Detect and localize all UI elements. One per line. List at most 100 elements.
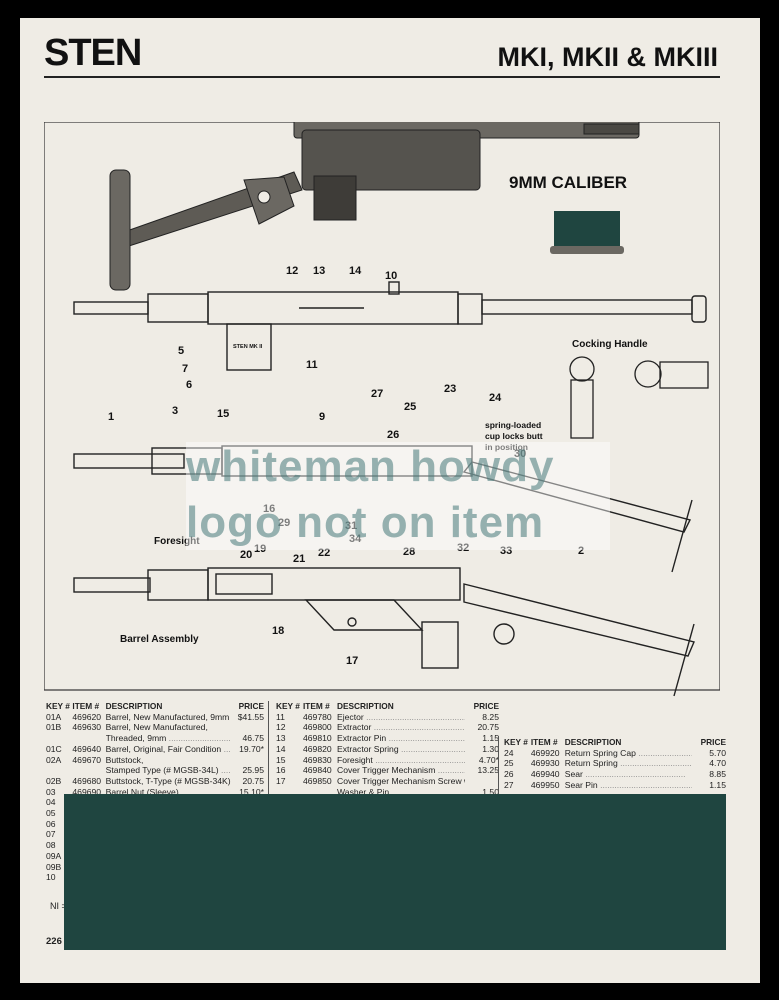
table-header-cell: DESCRIPTION (105, 701, 163, 711)
table-header-cell: DESCRIPTION (337, 701, 394, 711)
table-cell: 8.85 (709, 769, 726, 780)
table-divider (498, 736, 499, 846)
table-cell: 17 (276, 775, 286, 786)
table-cell: 26 (504, 769, 514, 780)
table-cell: Cover Trigger Mechanism ................… (337, 765, 465, 776)
table-cell: Return Spring Cap ......................… (564, 747, 692, 758)
svg-text:10: 10 (385, 270, 397, 282)
table-cell: Barrel, Original, Fair Condition .......… (105, 743, 231, 754)
table-cell: 1.15 (482, 733, 499, 744)
table-header-cell: PRICE (473, 701, 499, 711)
table-header-cell: ITEM # (303, 701, 330, 711)
svg-text:17: 17 (346, 655, 358, 667)
cocking-handle-label: Cocking Handle (572, 339, 648, 350)
svg-text:23: 23 (444, 383, 456, 395)
table-row: 09B (46, 862, 264, 873)
table-cell: 02A (46, 754, 62, 765)
table-header-row: KEY #ITEM # DESCRIPTION PRICE (276, 701, 500, 712)
table-cell: 469690 (72, 786, 102, 797)
svg-text:26: 26 (387, 429, 399, 441)
table-row: Threaded, 9mm ..........................… (46, 733, 264, 744)
table-cell: 10 (46, 872, 56, 883)
table-cell: Extractor ..............................… (337, 722, 465, 733)
table-cell: Barrel, New Manufactured, (105, 722, 208, 733)
table-cell: 469780 (303, 711, 332, 722)
table-cell: Sear ...................................… (564, 769, 686, 780)
svg-text:12: 12 (286, 265, 298, 277)
table-cell: 469840 (303, 765, 332, 776)
table-row: 10 (46, 872, 264, 883)
svg-text:32: 32 (457, 542, 469, 554)
table-cell: 469830 (303, 754, 332, 765)
side-view-upper (73, 281, 707, 371)
table-cell: 05 (46, 808, 56, 819)
table-header-cell: ITEM # (72, 701, 100, 711)
table-cell: 5.70 (709, 747, 726, 758)
table-row: 12 469800 Extractor ......................… (276, 722, 500, 733)
table-cell: Cover Trigger Mechanism Screw with (337, 775, 465, 786)
table-cell: 12 (276, 722, 286, 733)
table-cell (72, 733, 105, 744)
svg-text:28: 28 (403, 546, 415, 558)
models-title: MKI, MKII & MKIII (497, 42, 718, 72)
table-header-cell: KEY # (504, 737, 528, 747)
svg-text:9: 9 (319, 411, 325, 423)
table-cell: 03 (46, 786, 56, 797)
svg-text:3: 3 (172, 405, 178, 417)
table-cell: 469630 (72, 722, 102, 733)
table-cell: Extractor Pin ..........................… (337, 733, 465, 744)
svg-text:18: 18 (272, 625, 284, 637)
svg-text:11: 11 (306, 359, 318, 371)
table-cell: 469800 (303, 722, 332, 733)
note-line-1: spring-loaded (485, 420, 541, 430)
svg-text:5: 5 (178, 345, 184, 357)
header-rule (44, 76, 720, 78)
table-cell: Sear Pin ...............................… (564, 779, 693, 790)
table-row: 08 (46, 840, 264, 851)
table-cell: 469930 (530, 758, 560, 769)
table-cell: Foresight ..............................… (337, 754, 465, 765)
table-cell: Stamped Type (# MGSB-34L) ..............… (105, 765, 231, 776)
table-cell: 16 (276, 765, 286, 776)
table-cell: 20.75 (242, 775, 264, 786)
note-line-3: in position (485, 442, 528, 452)
svg-text:13: 13 (313, 265, 325, 277)
table-cell: Barrel, New Manufactured, 9mm ..........… (105, 711, 230, 722)
table-cell: 09A (46, 850, 62, 861)
svg-text:33: 33 (500, 545, 512, 557)
catalog-page: STEN MKI, MKII & MKIII 9MM CALIBER (20, 18, 760, 983)
svg-text:20: 20 (240, 549, 252, 561)
table-cell: 11 (276, 711, 285, 722)
receiver-stamp: STEN MK II (233, 344, 263, 350)
assembled-view (73, 567, 695, 697)
table-cell: 469680 (72, 775, 102, 786)
svg-text:25: 25 (404, 401, 416, 413)
svg-text:19: 19 (254, 543, 266, 555)
table-cell: 46.75 (242, 733, 264, 744)
table-cell: $41.55 (237, 711, 264, 722)
table-cell: 469850 (303, 775, 332, 786)
svg-text:24: 24 (489, 392, 502, 404)
svg-text:27: 27 (371, 388, 383, 400)
caliber-label: 9MM CALIBER (509, 173, 627, 192)
watermark-line-1: whiteman howdy (186, 442, 555, 491)
svg-text:31: 31 (345, 520, 357, 532)
table-cell: 08 (46, 840, 56, 851)
table-cell: 07 (46, 829, 56, 840)
svg-text:15: 15 (217, 408, 229, 420)
table-header-cell: KEY # (276, 701, 300, 711)
table-cell: 24 (504, 747, 514, 758)
table-cell: 13 (276, 733, 286, 744)
table-cell: Extractor Spring .......................… (337, 743, 465, 754)
table-cell: Return Spring ..........................… (564, 758, 693, 769)
